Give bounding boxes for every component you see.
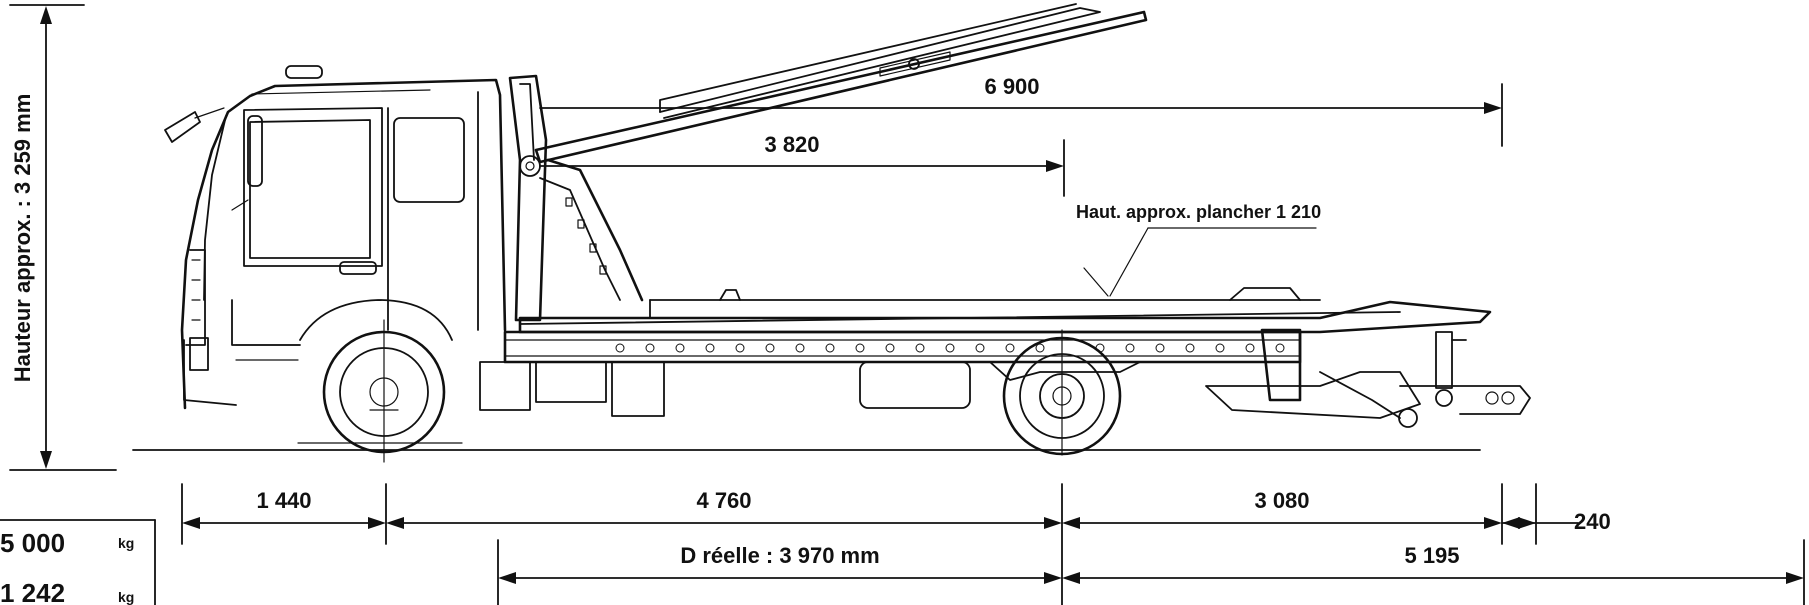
bottom-dimension-row: 1 440 4 760 3 080 240 bbox=[181, 483, 1611, 605]
truck-cab bbox=[164, 65, 507, 410]
weight-2-unit: kg bbox=[118, 589, 134, 605]
front-wheel bbox=[322, 319, 446, 463]
floor-height-label: Haut. approx. plancher 1 210 bbox=[1076, 202, 1321, 222]
flatbed-platform bbox=[518, 287, 1492, 334]
weight-1-value: 5 000 bbox=[0, 528, 65, 558]
chassis-frame bbox=[479, 330, 1302, 417]
headboard-mast bbox=[508, 74, 644, 322]
dim-6900-label: 6 900 bbox=[984, 74, 1039, 99]
dim-3820-label: 3 820 bbox=[764, 132, 819, 157]
height-label: Hauteur approx. : 3 259 mm bbox=[10, 94, 35, 383]
dimension-6900: 6 900 bbox=[539, 74, 1503, 147]
dim-240-label: 240 bbox=[1574, 509, 1611, 534]
tilted-boom bbox=[534, 3, 1148, 164]
weight-table: 5 000 kg 1 242 kg bbox=[0, 519, 156, 605]
dim-1440-label: 1 440 bbox=[256, 488, 311, 513]
rear-wheel bbox=[1002, 329, 1122, 456]
dim-5195-label: 5 195 bbox=[1404, 543, 1459, 568]
weight-2-value: 1 242 bbox=[0, 578, 65, 605]
dim-d-reelle-label: D réelle : 3 970 mm bbox=[680, 543, 879, 568]
height-dimension: Hauteur approx. : 3 259 mm bbox=[9, 4, 117, 471]
weight-1-unit: kg bbox=[118, 535, 134, 551]
dimension-3820: 3 820 bbox=[539, 132, 1065, 197]
rear-underlift bbox=[1205, 328, 1531, 428]
bottom-dimension-row-2: D réelle : 3 970 mm 5 195 bbox=[497, 539, 1805, 605]
floor-height-note: Haut. approx. plancher 1 210 bbox=[1076, 202, 1321, 297]
dim-4760-label: 4 760 bbox=[696, 488, 751, 513]
dim-3080-label: 3 080 bbox=[1254, 488, 1309, 513]
